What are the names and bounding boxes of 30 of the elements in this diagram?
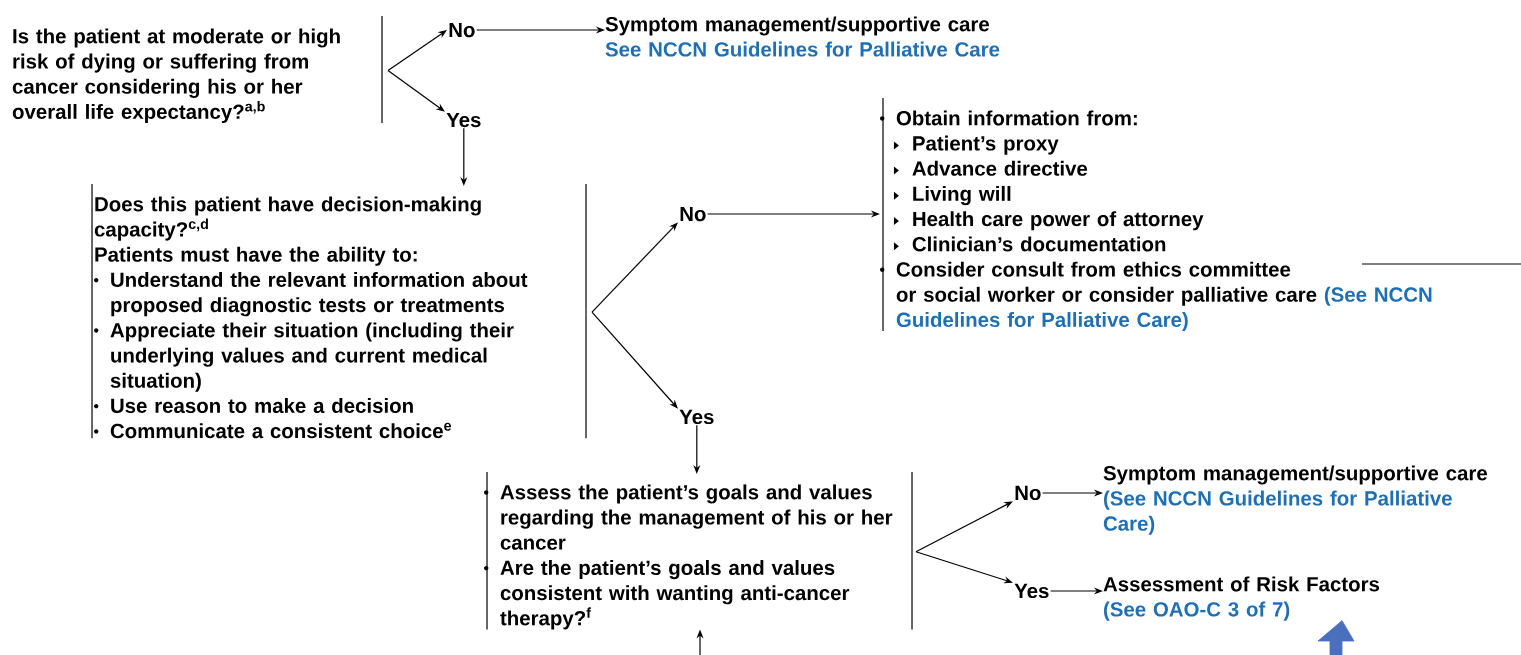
branch-label: Yes xyxy=(679,409,714,425)
arrow xyxy=(591,311,678,409)
node-label: Consider consult from ethics committee or social worker or consider palliative care xyxy=(896,261,1317,306)
arrow xyxy=(915,551,1013,584)
node-label: Living will xyxy=(913,186,1011,206)
branch-label: No xyxy=(1015,485,1041,501)
outcome-text: Symptom management/supportive care (See NCCN Guidelines for Palliative Care) xyxy=(1103,465,1487,535)
outcome-text: Symptom management/supportive care See NCCN Guidelines for Palliative Care xyxy=(605,16,1000,57)
node-label: Advance directive xyxy=(912,160,1088,176)
node-label: (See NCCN xyxy=(1324,286,1432,306)
node-label: Guidelines for Palliative Care) xyxy=(896,312,1188,332)
branch-label: Yes xyxy=(1014,583,1049,599)
node-label: Obtain information from: xyxy=(896,110,1137,126)
question-text: Is the patient at moderate or high risk of dying or suffering from cancer considering his or her overall life expectancy?$^{a,b}$ xyxy=(12,15,383,124)
node-label: Clinician’s documentation xyxy=(912,236,1166,252)
node-label: Patient’s proxy xyxy=(913,135,1059,155)
connector-line xyxy=(1361,263,1521,265)
question-text: Assess the patient’s goals and values regarding the management of his or her cancer Are the patient’s goals and values consistent with wanting anti-cancer therapy?$^{f}$ xyxy=(484,471,913,631)
action-list: Obtain information from: Patient’s proxy Advance directive Living will Health care power of attorney Clinician’s documentation Consider consult from ethics committee or social worker or consider palliative care (See NCCN Guidelines for Palliative Care) xyxy=(880,97,1432,332)
branch-label: No xyxy=(449,22,475,38)
block-arrow xyxy=(1317,620,1355,655)
arrow xyxy=(387,69,445,112)
question-text: Does this patient have decision-making capacity?$^{c,d}$ Patients must have the ability to: Understand the relevant information about proposed diagnostic tests or treatments Appreciate their situation (including their underlying values and current medical situation) Use reason to make a decision Communicate a consistent choice$^{e}$ xyxy=(91,183,587,439)
branch-label: Yes xyxy=(446,112,481,128)
node-label: Health care power of attorney xyxy=(913,211,1204,231)
branch-label: No xyxy=(680,206,706,222)
outcome-text: Assessment of Risk Factors (See OAO-C 3 of 7) xyxy=(1103,576,1380,621)
arrow xyxy=(915,501,1013,553)
arrow xyxy=(591,222,678,313)
arrow xyxy=(387,30,447,72)
